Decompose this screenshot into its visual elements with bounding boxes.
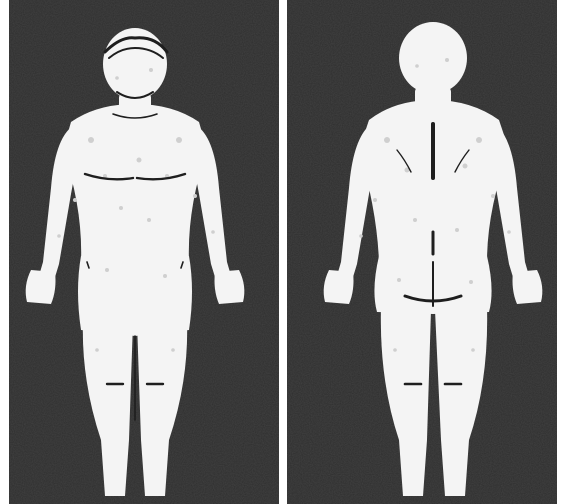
back-right-hand: [513, 270, 543, 304]
front-left-hand: [26, 270, 56, 304]
back-left-hand: [324, 270, 354, 304]
front-view-panel: [9, 0, 279, 504]
front-view-drawing: [9, 0, 279, 504]
back-head: [399, 22, 467, 94]
front-right-hand: [215, 270, 245, 304]
front-torso: [63, 104, 207, 262]
back-view-drawing: [287, 0, 557, 504]
panel-divider: [279, 0, 287, 504]
back-view-panel: [287, 0, 557, 504]
